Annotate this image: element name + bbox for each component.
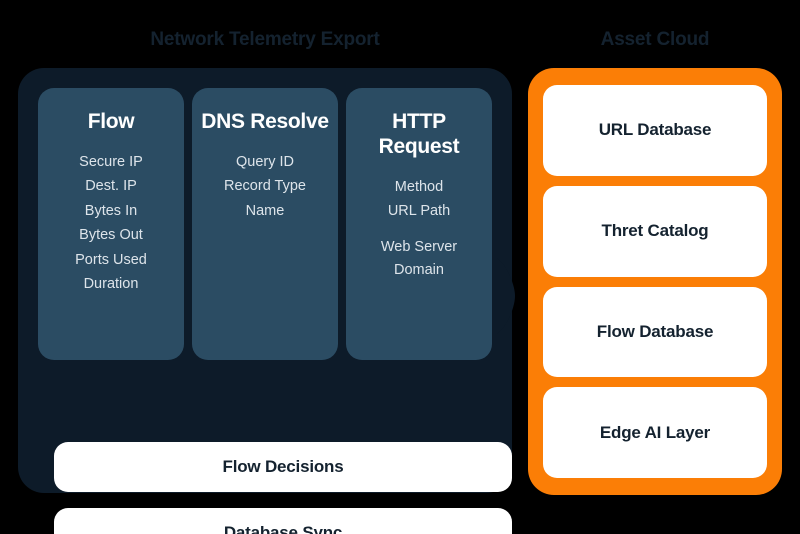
schema-field: Web Server Domain <box>380 239 458 278</box>
schema-card-title: DNS Resolve <box>201 110 329 133</box>
schema-card-title: HTTP Request <box>378 110 460 158</box>
schema-card-dns-resolve[interactable]: DNS Resolve Query ID Record Type Name <box>192 88 338 360</box>
action-bar-flow-decisions[interactable]: Flow Decisions <box>54 442 512 492</box>
schema-field-list: Secure IP Dest. IP Bytes In Bytes Out Po… <box>75 151 147 296</box>
left-panel-title: Network Telemetry Export <box>150 29 380 50</box>
flow-arrow-icon <box>497 258 515 334</box>
schema-field: Name <box>245 202 285 219</box>
asset-cloud-panel: URL Database Thret Catalog Flow Database… <box>528 68 782 495</box>
schema-field: Query ID <box>235 153 294 170</box>
schema-field: Ports Used <box>75 251 147 268</box>
schema-field: Record Type <box>224 178 306 195</box>
schema-card-row: Flow Secure IP Dest. IP Bytes In Bytes O… <box>38 88 492 360</box>
schema-card-flow[interactable]: Flow Secure IP Dest. IP Bytes In Bytes O… <box>38 88 184 360</box>
schema-field: Bytes In <box>84 202 138 219</box>
schema-field-list: Method URL Path Web Server Domain <box>381 176 457 282</box>
action-bar-database-sync[interactable]: Database Sync <box>54 508 512 534</box>
schema-field: Secure IP <box>79 153 143 170</box>
asset-card-edge-ai-layer[interactable]: Edge AI Layer <box>543 387 767 478</box>
schema-field: Dest. IP <box>85 178 137 195</box>
schema-field: Method <box>394 178 444 195</box>
schema-field: Duration <box>83 276 139 293</box>
asset-card-url-database[interactable]: URL Database <box>543 85 767 176</box>
network-telemetry-panel: Flow Secure IP Dest. IP Bytes In Bytes O… <box>18 68 512 534</box>
schema-card-title: Flow <box>87 110 135 133</box>
asset-card-flow-database[interactable]: Flow Database <box>543 286 767 378</box>
schema-card-http-request[interactable]: HTTP Request Method URL Path Web Server … <box>346 88 492 360</box>
asset-card-thret-catalog[interactable]: Thret Catalog <box>543 185 767 277</box>
schema-field-list: Query ID Record Type Name <box>224 151 306 222</box>
schema-field: Bytes Out <box>79 227 143 244</box>
right-panel-title: Asset Cloud <box>600 29 710 50</box>
schema-field: URL Path <box>387 203 451 219</box>
